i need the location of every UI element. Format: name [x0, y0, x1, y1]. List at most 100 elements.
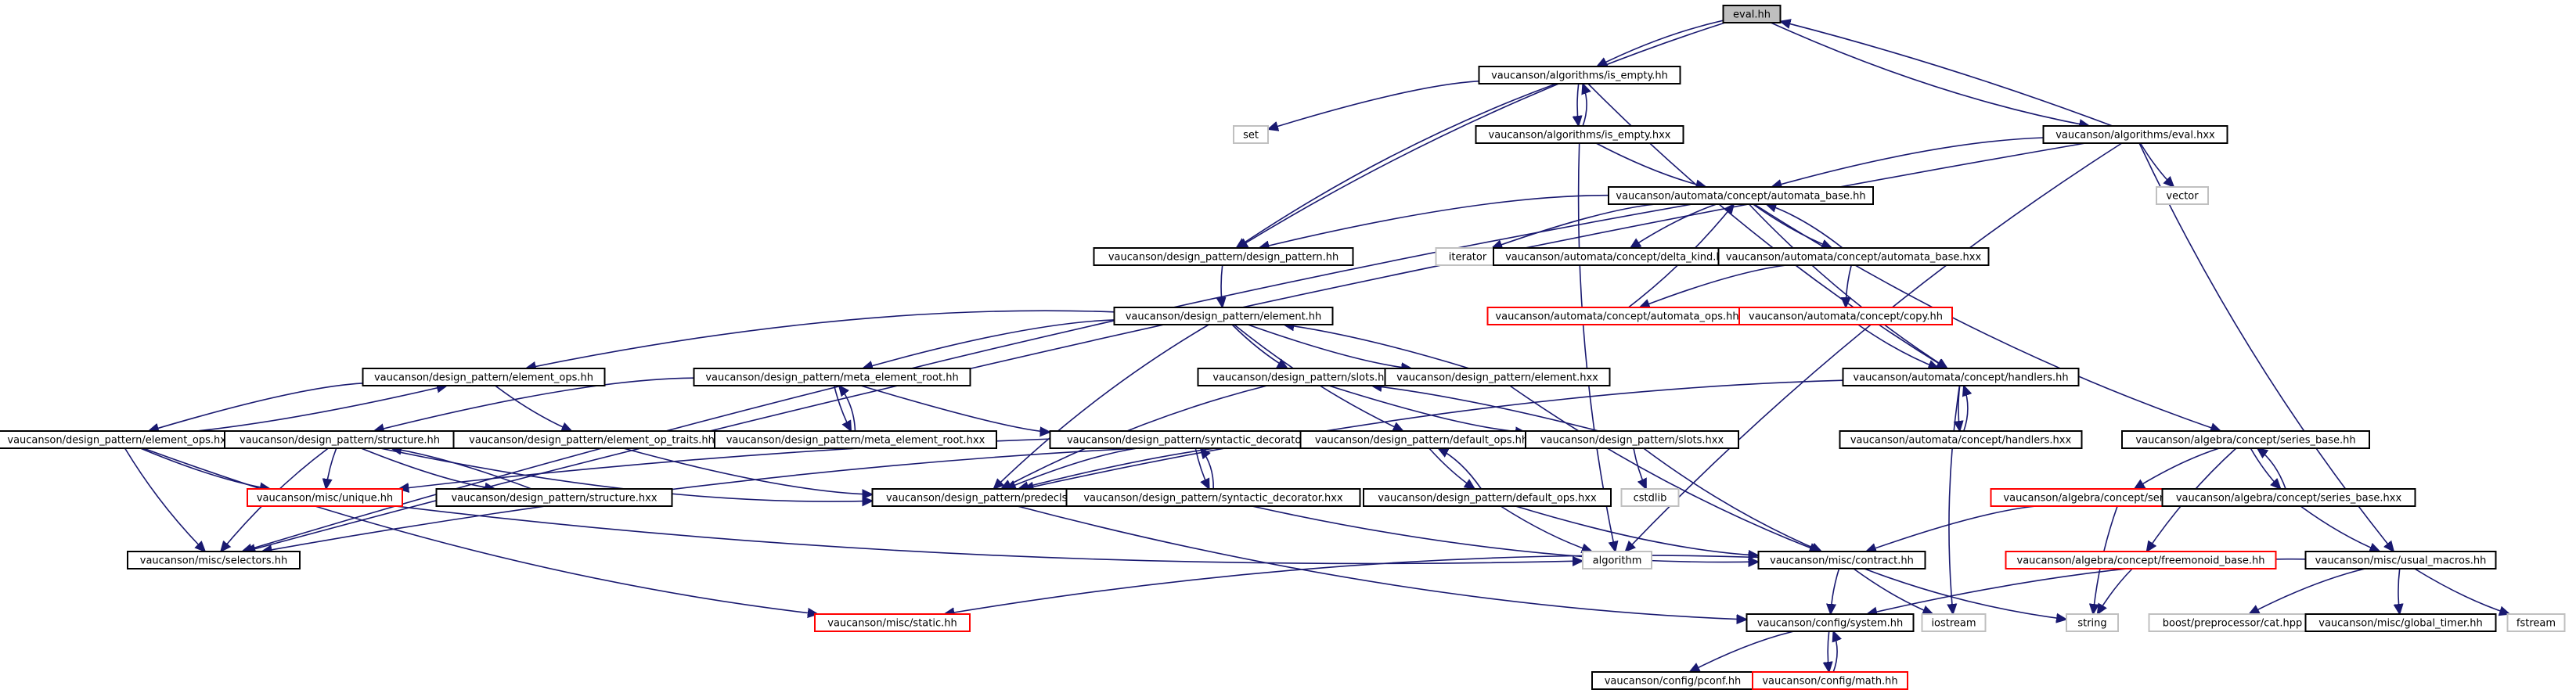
node-box — [1717, 247, 1990, 266]
edge-vaucanson-algorithms-is-empty-hxx-to-vaucanson-algorithms-is-empty-hh — [1583, 84, 1587, 127]
node-vaucanson-automata-concept-handlers-hh[interactable]: vaucanson/automata/concept/handlers.hh — [1842, 368, 2080, 386]
node-vaucanson-design-pattern-slots-hxx[interactable]: vaucanson/design_pattern/slots.hxx — [1525, 430, 1739, 449]
node-iostream: iostream — [1921, 613, 1987, 632]
node-label: vaucanson/design_pattern/design_pattern.… — [1108, 252, 1338, 264]
node-vaucanson-design-pattern-default-ops-hh[interactable]: vaucanson/design_pattern/default_ops.hh — [1299, 430, 1544, 449]
node-vaucanson-design-pattern-predecls-hh[interactable]: vaucanson/design_pattern/predecls.hh — [871, 488, 1098, 507]
node-vaucanson-design-pattern-default-ops-hxx[interactable]: vaucanson/design_pattern/default_ops.hxx — [1363, 488, 1612, 507]
node-vaucanson-algebra-concept-series-base-hh[interactable]: vaucanson/algebra/concept/series_base.hh — [2121, 430, 2370, 449]
node-box — [1722, 5, 1782, 23]
edge-vaucanson-config-math-hh-to-vaucanson-config-system-hh — [1833, 631, 1837, 673]
node-box — [1752, 671, 1908, 690]
node-vaucanson-design-pattern-slots-hh[interactable]: vaucanson/design_pattern/slots.hh — [1197, 368, 1407, 386]
node-box — [1738, 307, 1953, 325]
node-vaucanson-misc-global-timer-hh[interactable]: vaucanson/misc/global_timer.hh — [2304, 613, 2497, 632]
node-vaucanson-design-pattern-element-hh[interactable]: vaucanson/design_pattern/element.hh — [1113, 307, 1334, 325]
edge-vaucanson-design-pattern-meta-element-root-hh-to-vaucanson-design-pattern-meta-element-root-hxx — [833, 385, 852, 431]
node-label: fstream — [2517, 618, 2556, 630]
node-vaucanson-algorithms-eval-hxx[interactable]: vaucanson/algorithms/eval.hxx — [2042, 125, 2228, 144]
node-label: vaucanson/config/math.hh — [1762, 676, 1897, 688]
node-vaucanson-design-pattern-structure-hh[interactable]: vaucanson/design_pattern/structure.hh — [224, 430, 456, 449]
node-vaucanson-algorithms-is-empty-hxx[interactable]: vaucanson/algorithms/is_empty.hxx — [1475, 125, 1684, 144]
node-label: vaucanson/design_pattern/meta_element_ro… — [726, 435, 985, 447]
edge-vaucanson-design-pattern-element-ops-hxx-to-vaucanson-misc-selectors-hh — [124, 447, 206, 551]
node-box — [1842, 368, 2080, 386]
node-vaucanson-design-pattern-syntactic-decorator-hh[interactable]: vaucanson/design_pattern/syntactic_decor… — [1049, 430, 1338, 449]
node-vaucanson-config-pconf-hh[interactable]: vaucanson/config/pconf.hh — [1591, 671, 1754, 690]
node-label: eval.hh — [1733, 9, 1771, 21]
node-vaucanson-design-pattern-meta-element-root-hxx[interactable]: vaucanson/design_pattern/meta_element_ro… — [714, 430, 997, 449]
edge-vaucanson-design-pattern-slots-hxx-to-cstdlib — [1633, 447, 1647, 489]
node-algorithm: algorithm — [1582, 551, 1652, 569]
node-box — [2005, 551, 2277, 569]
node-label: vaucanson/design_pattern/slots.hxx — [1540, 435, 1724, 447]
node-label: vaucanson/misc/static.hh — [827, 618, 957, 630]
edge-vaucanson-automata-concept-automata-base-hh-to-vaucanson-automata-concept-delta-kind-hh — [1630, 203, 1717, 248]
node-box — [2161, 488, 2416, 507]
node-set: set — [1233, 125, 1269, 144]
node-box — [1839, 430, 2083, 449]
node-box — [1475, 125, 1684, 144]
node-vaucanson-design-pattern-element-ops-hh[interactable]: vaucanson/design_pattern/element_ops.hh — [362, 368, 606, 386]
node-label: vaucanson/design_pattern/slots.hh — [1212, 372, 1390, 384]
edge-eval-hh-to-vaucanson-design-pattern-design-pattern-hh — [1238, 22, 1726, 248]
edge-vaucanson-automata-concept-handlers-hxx-to-vaucanson-automata-concept-handlers-hh — [1964, 386, 1968, 432]
node-vaucanson-algebra-concept-series-base-hxx[interactable]: vaucanson/algebra/concept/series_base.hx… — [2161, 488, 2416, 507]
node-vaucanson-automata-concept-copy-hh[interactable]: vaucanson/automata/concept/copy.hh — [1738, 307, 1953, 325]
edge-vaucanson-design-pattern-element-ops-hxx-to-vaucanson-misc-static-hh — [142, 447, 818, 614]
node-vaucanson-misc-static-hh[interactable]: vaucanson/misc/static.hh — [814, 613, 971, 632]
node-vaucanson-automata-concept-handlers-hxx[interactable]: vaucanson/automata/concept/handlers.hxx — [1839, 430, 2083, 449]
node-vaucanson-misc-selectors-hh[interactable]: vaucanson/misc/selectors.hh — [127, 551, 301, 569]
edge-vaucanson-design-pattern-element-hxx-to-vaucanson-misc-contract-hh — [1509, 385, 1820, 551]
edge-vaucanson-design-pattern-slots-hh-to-vaucanson-design-pattern-predecls-hh — [1001, 385, 1267, 489]
edge-vaucanson-automata-concept-copy-hh-to-vaucanson-automata-concept-handlers-hh — [1857, 324, 1939, 368]
edge-vaucanson-design-pattern-element-hh-to-vaucanson-design-pattern-element-ops-hh — [526, 310, 1115, 368]
node-box — [2156, 186, 2209, 205]
node-label: vaucanson/design_pattern/syntactic_decor… — [1067, 435, 1320, 447]
node-vaucanson-design-pattern-element-hxx[interactable]: vaucanson/design_pattern/element.hxx — [1384, 368, 1611, 386]
node-label: vaucanson/misc/usual_macros.hh — [2315, 555, 2487, 567]
node-label: vaucanson/design_pattern/element_op_trai… — [469, 435, 715, 447]
node-vaucanson-config-math-hh[interactable]: vaucanson/config/math.hh — [1752, 671, 1908, 690]
node-box — [435, 488, 673, 507]
node-label: vaucanson/config/system.hh — [1757, 618, 1903, 630]
node-vaucanson-design-pattern-element-op-traits-hh[interactable]: vaucanson/design_pattern/element_op_trai… — [452, 430, 731, 449]
node-vaucanson-design-pattern-meta-element-root-hh[interactable]: vaucanson/design_pattern/meta_element_ro… — [693, 368, 971, 386]
edge-vaucanson-design-pattern-default-ops-hxx-to-vaucanson-design-pattern-default-ops-hh — [1438, 448, 1483, 490]
node-vaucanson-misc-usual-macros-hh[interactable]: vaucanson/misc/usual_macros.hh — [2304, 551, 2497, 569]
node-label: boost/preprocessor/cat.hpp — [2163, 618, 2302, 630]
node-vaucanson-design-pattern-design-pattern-hh[interactable]: vaucanson/design_pattern/design_pattern.… — [1093, 247, 1354, 266]
node-box — [362, 368, 606, 386]
node-label: vaucanson/config/pconf.hh — [1605, 676, 1742, 688]
node-box — [1608, 186, 1874, 205]
edge-vaucanson-design-pattern-structure-hxx-to-vaucanson-design-pattern-structure-hh — [391, 448, 532, 490]
edge-vaucanson-algorithms-eval-hxx-to-algorithm — [1626, 142, 2123, 551]
node-iterator: iterator — [1435, 247, 1501, 266]
node-vaucanson-misc-contract-hh[interactable]: vaucanson/misc/contract.hh — [1757, 551, 1926, 569]
node-vaucanson-automata-concept-automata-base-hh[interactable]: vaucanson/automata/concept/automata_base… — [1608, 186, 1874, 205]
node-vaucanson-design-pattern-syntactic-decorator-hxx[interactable]: vaucanson/design_pattern/syntactic_decor… — [1065, 488, 1361, 507]
node-vaucanson-automata-concept-delta-kind-hh[interactable]: vaucanson/automata/concept/delta_kind.hh — [1493, 247, 1742, 266]
edge-vaucanson-automata-concept-automata-base-hh-to-vaucanson-misc-selectors-hh — [242, 203, 1692, 551]
node-vaucanson-automata-concept-automata-ops-hh[interactable]: vaucanson/automata/concept/automata_ops.… — [1486, 307, 1748, 325]
node-vaucanson-design-pattern-element-ops-hxx[interactable]: vaucanson/design_pattern/element_ops.hxx — [0, 430, 244, 449]
node-vaucanson-algorithms-is-empty-hh[interactable]: vaucanson/algorithms/is_empty.hh — [1478, 66, 1681, 84]
node-label: vaucanson/automata/concept/delta_kind.hh — [1505, 252, 1729, 264]
edge-vaucanson-design-pattern-element-hxx-to-vaucanson-design-pattern-element-hh — [1284, 325, 1470, 369]
edge-vaucanson-config-system-hh-to-vaucanson-config-pconf-hh — [1690, 631, 1794, 672]
node-label: vaucanson/algorithms/is_empty.hxx — [1489, 130, 1671, 142]
node-string: string — [2066, 613, 2119, 632]
node-box — [1384, 368, 1611, 386]
node-label: vaucanson/design_pattern/element_ops.hh — [374, 372, 593, 384]
node-vaucanson-config-system-hh[interactable]: vaucanson/config/system.hh — [1746, 613, 1915, 632]
edge-vaucanson-design-pattern-default-ops-hxx-to-vaucanson-misc-contract-hh — [1515, 505, 1758, 555]
node-vaucanson-automata-concept-automata-base-hxx[interactable]: vaucanson/automata/concept/automata_base… — [1717, 247, 1990, 266]
edge-vaucanson-misc-unique-hh-to-algorithm — [395, 505, 1583, 563]
node-vaucanson-misc-unique-hh[interactable]: vaucanson/misc/unique.hh — [247, 488, 403, 507]
node-vaucanson-design-pattern-structure-hxx[interactable]: vaucanson/design_pattern/structure.hxx — [435, 488, 673, 507]
edge-vaucanson-misc-contract-hh-to-iostream — [1853, 568, 1933, 614]
node-label: vaucanson/misc/global_timer.hh — [2318, 618, 2482, 630]
node-vaucanson-algebra-concept-freemonoid-base-hh[interactable]: vaucanson/algebra/concept/freemonoid_bas… — [2005, 551, 2277, 569]
edge-vaucanson-algebra-concept-freemonoid-base-hh-to-string — [2098, 568, 2133, 614]
node-label: vaucanson/automata/concept/handlers.hh — [1853, 372, 2068, 384]
